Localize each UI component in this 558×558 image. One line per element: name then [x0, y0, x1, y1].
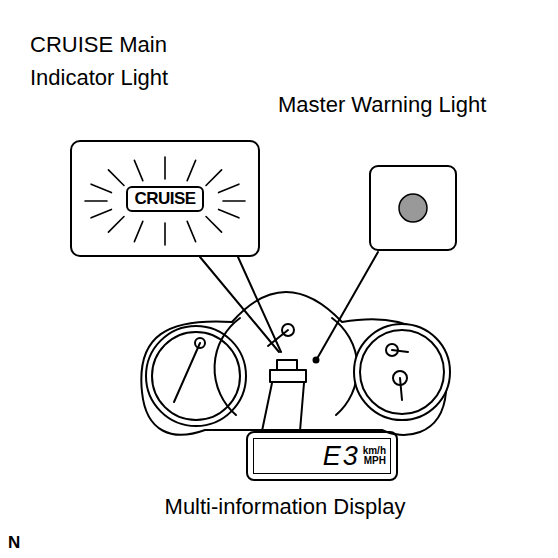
light-ray [108, 170, 124, 186]
light-ray [134, 160, 142, 180]
light-ray [91, 209, 111, 217]
light-ray [187, 221, 195, 241]
indicator-text: CRUISE [126, 186, 203, 212]
light-ray [219, 209, 239, 217]
light-ray [91, 184, 111, 192]
light-ray [134, 221, 142, 241]
display-screen: E3km/hMPH [253, 438, 391, 474]
code-text: E3 [323, 443, 360, 470]
unit-text: km/h [363, 446, 386, 457]
light-ray [206, 217, 222, 233]
light-ray [187, 160, 195, 180]
figure-code: N [8, 530, 38, 556]
light-ray [223, 200, 245, 202]
unit-stack: km/hMPH [363, 446, 386, 467]
display-callout-box: E3km/hMPH [246, 431, 398, 481]
light-ray [85, 200, 107, 202]
indicator-label: CRUISE Main Indicator Light [30, 28, 215, 94]
cruise-callout-box: CRUISE [70, 140, 260, 257]
unit-text: MPH [363, 456, 386, 467]
display-label: Multi-information Display [100, 490, 470, 523]
warning-label: Master Warning Light [278, 88, 553, 121]
light-ray [219, 184, 239, 192]
light-ray [164, 223, 166, 245]
light-ray [108, 217, 124, 233]
light-ray [164, 157, 166, 179]
light-ray [206, 170, 222, 186]
